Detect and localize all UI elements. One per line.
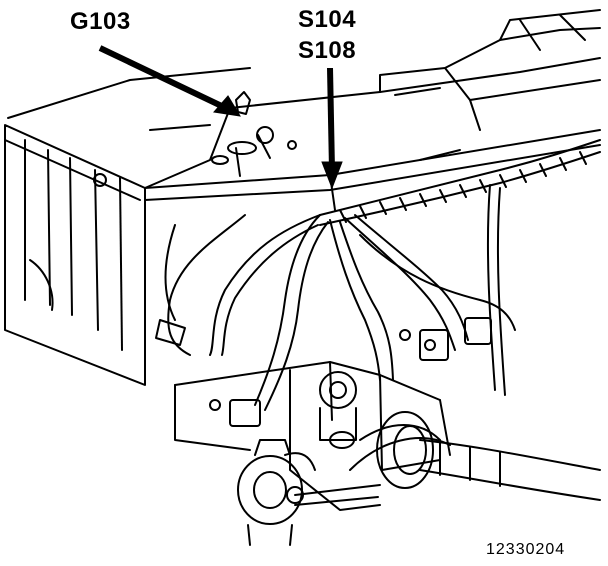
callout-s104: S104 [298,6,357,33]
callout-s108: S108 [298,37,357,64]
callout-g103: G103 [70,8,131,35]
ground-stud-g103 [211,91,297,177]
main-harness-bundle [319,139,601,396]
linkage-arm [237,439,381,546]
lower-bracket-assembly [174,361,451,511]
harness-branches [155,214,516,427]
upper-frame [144,9,601,211]
figure-number: 12330204 [486,541,566,558]
shaft-end [376,411,601,501]
callout-arrows [98,45,343,190]
left-fender-panel [4,67,251,386]
